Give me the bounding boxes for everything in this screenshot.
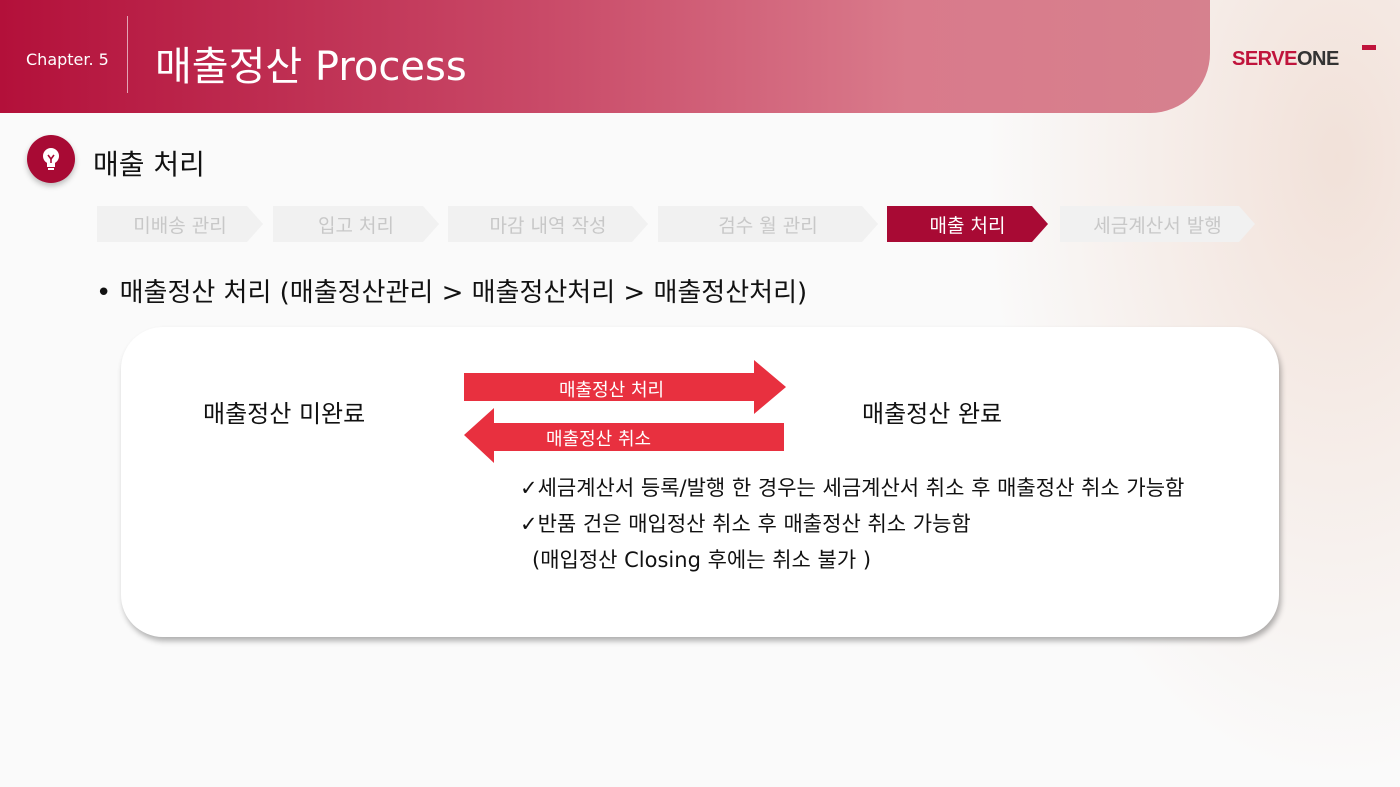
logo-letter-s: S — [1232, 48, 1245, 70]
forward-arrow-label: 매출정산 처리 — [559, 380, 665, 401]
step-label: 매출 처리 — [929, 214, 1006, 237]
page-title: 매출정산 Process — [155, 44, 467, 90]
step-label: 입고 처리 — [318, 214, 394, 237]
logo-dark-text: ONE — [1296, 48, 1339, 70]
step-inspection[interactable]: 검수 월 관리 — [658, 206, 878, 242]
header-banner: Chapter. 5 매출정산 Process — [0, 0, 1210, 113]
forward-arrow — [464, 360, 786, 414]
bullet-text: • 매출정산 처리 (매출정산관리 > 매출정산처리 > 매출정산처리) — [96, 278, 808, 308]
logo-accent-bar — [1362, 45, 1376, 50]
step-undelivered[interactable]: 미배송 관리 — [97, 206, 263, 242]
section-title: 매출 처리 — [93, 148, 205, 181]
note-tax-invoice: ✓세금계산서 등록/발행 한 경우는 세금계산서 취소 후 매출정산 취소 가능… — [520, 476, 1185, 500]
state-incomplete: 매출정산 미완료 — [203, 400, 366, 428]
lightbulb-icon — [27, 135, 75, 183]
step-closing[interactable]: 마감 내역 작성 — [448, 206, 648, 242]
chapter-label: Chapter. 5 — [26, 50, 109, 69]
logo-red-text: ERVE — [1244, 48, 1298, 70]
step-receiving[interactable]: 입고 처리 — [273, 206, 439, 242]
note-closing: (매입정산 Closing 후에는 취소 불가 ) — [532, 548, 872, 572]
step-sales-active[interactable]: 매출 처리 — [887, 206, 1048, 242]
note-return: ✓반품 건은 매입정산 취소 후 매출정산 취소 가능함 — [520, 512, 971, 536]
step-label: 검수 월 관리 — [718, 214, 818, 237]
step-tax-invoice[interactable]: 세금계산서 발행 — [1060, 206, 1255, 242]
header-divider — [127, 16, 128, 93]
state-complete: 매출정산 완료 — [862, 400, 1003, 428]
backward-arrow-label: 매출정산 취소 — [546, 429, 652, 450]
backward-arrow — [464, 408, 784, 463]
step-label: 세금계산서 발행 — [1093, 214, 1222, 237]
step-label: 미배송 관리 — [133, 214, 227, 237]
serveone-logo: SERVEONE — [1232, 48, 1339, 71]
step-label: 마감 내역 작성 — [489, 214, 607, 237]
